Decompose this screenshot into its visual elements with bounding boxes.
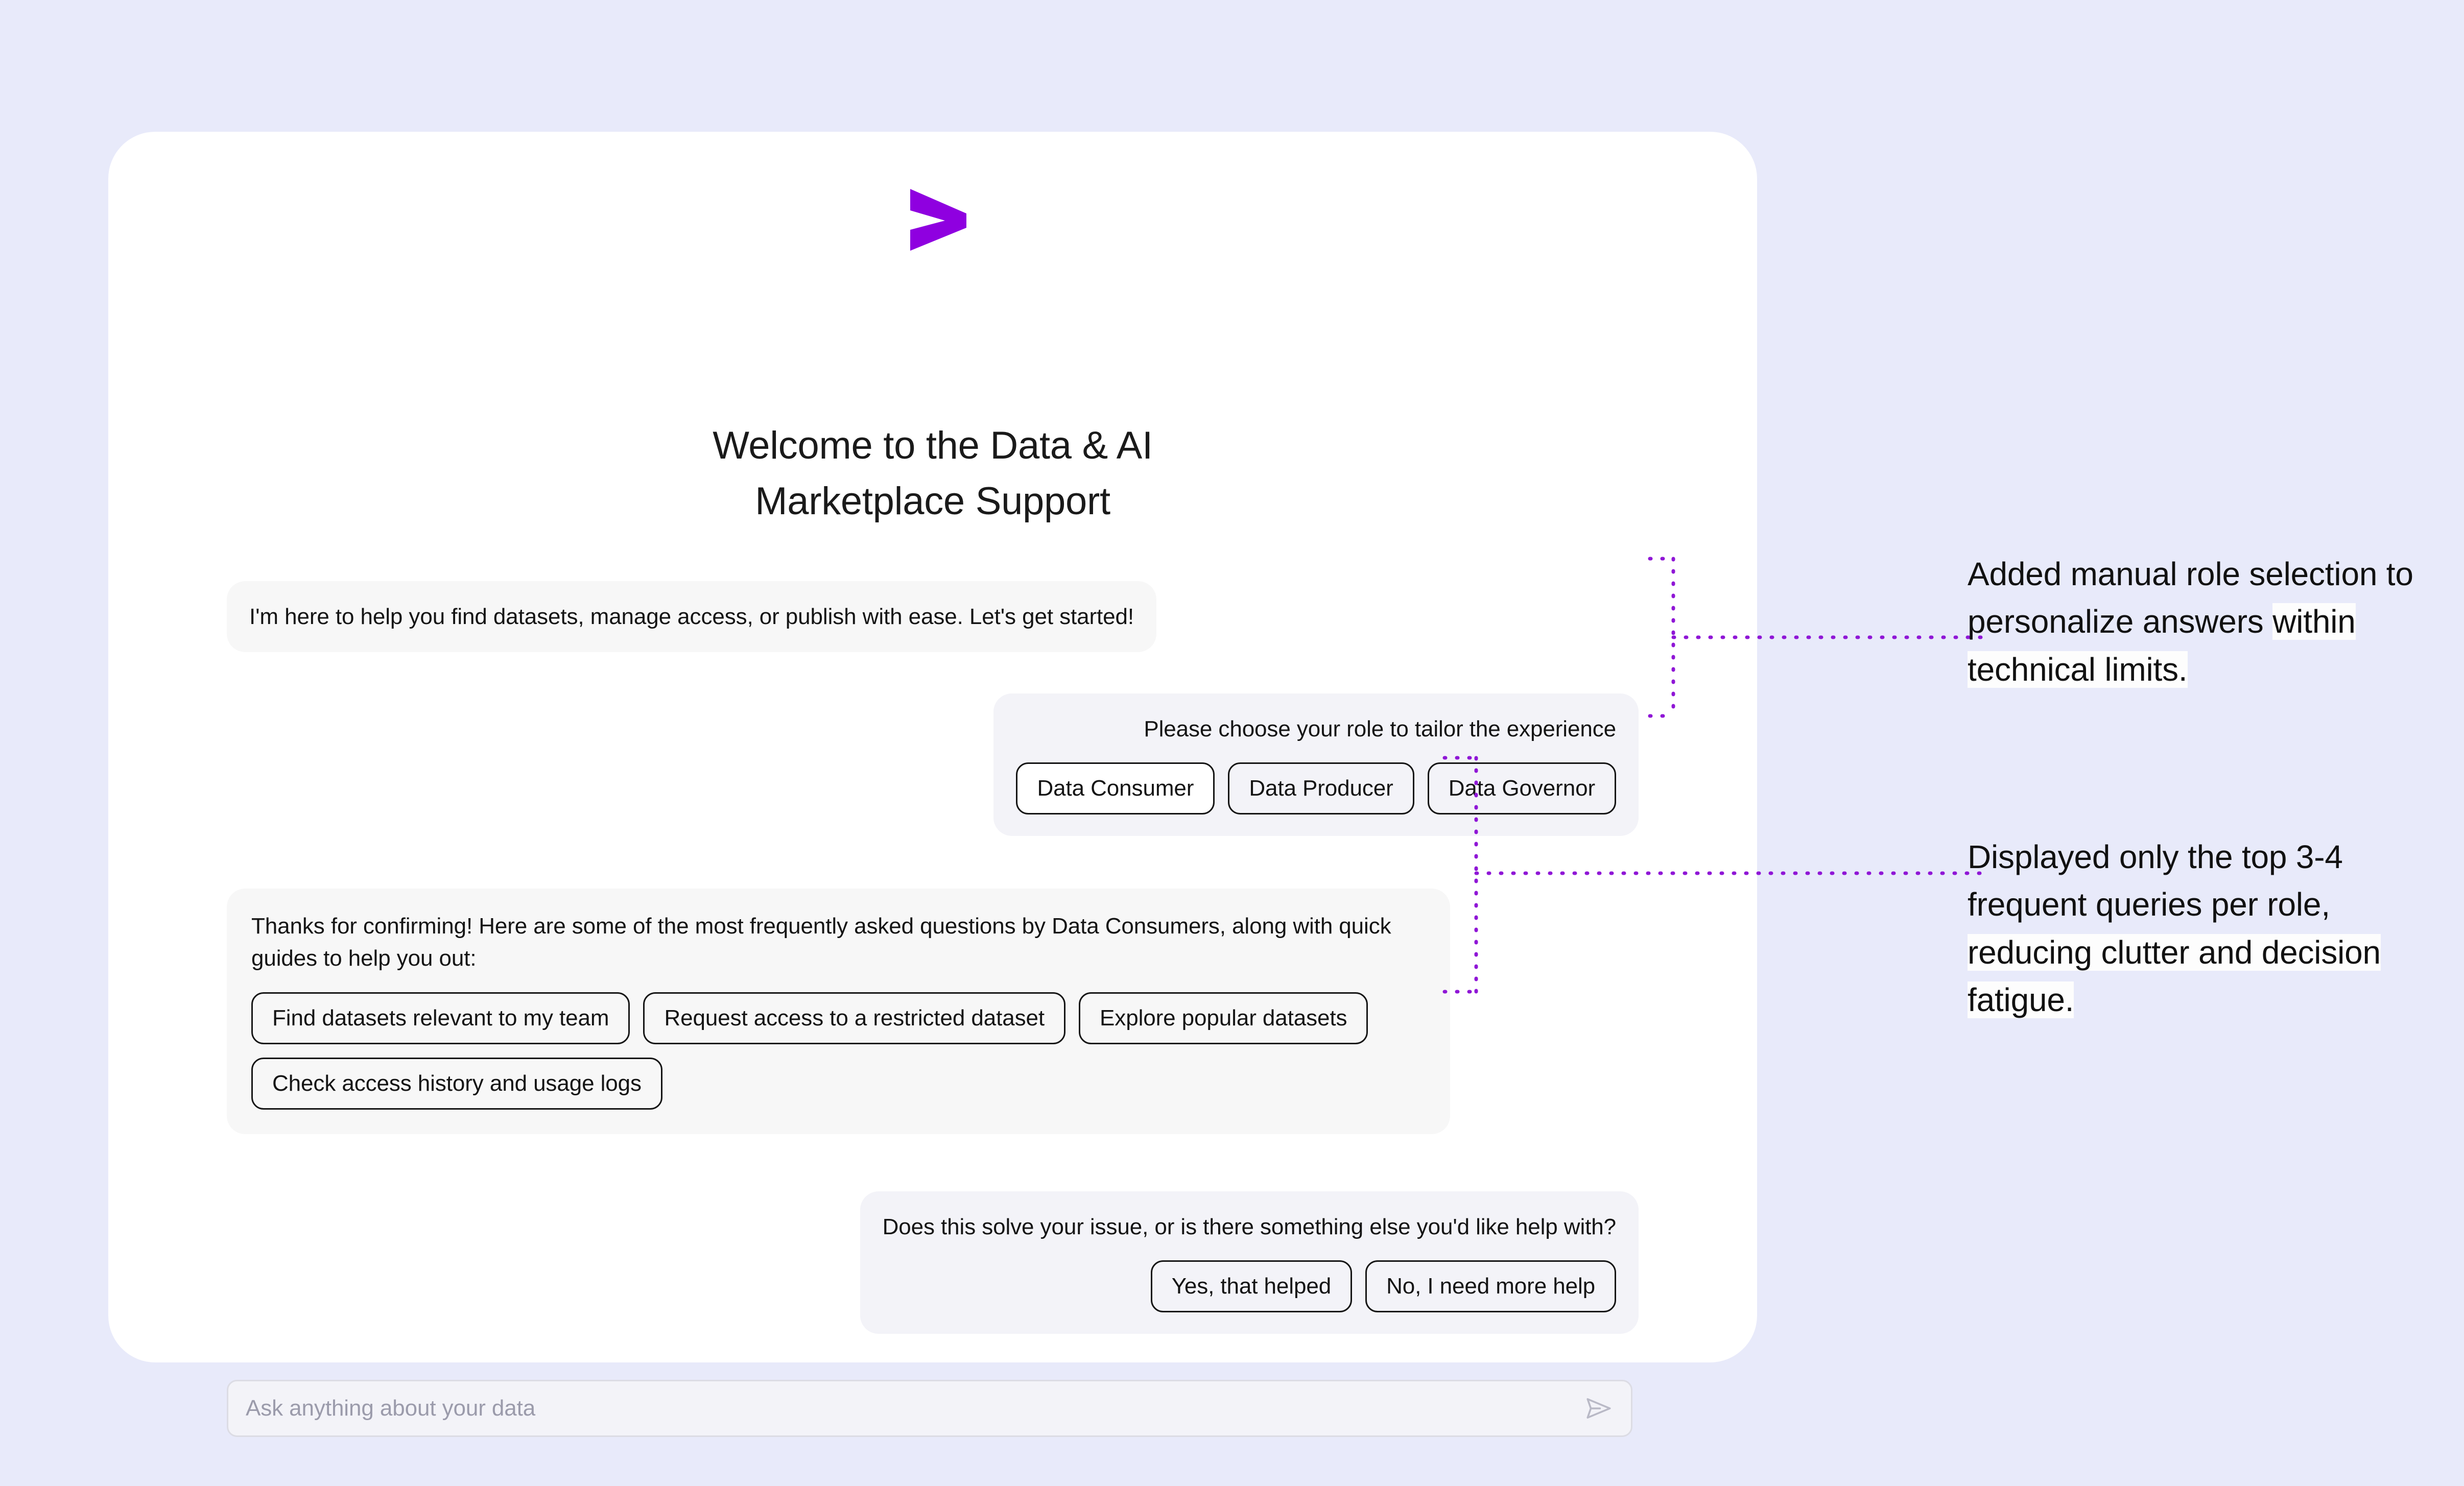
annotation-top-queries: Displayed only the top 3-4 frequent quer… (1968, 833, 2417, 1024)
role-prompt-text: Please choose your role to tailor the ex… (1144, 716, 1616, 741)
resolution-option-list: Yes, that helped No, I need more help (883, 1260, 1616, 1313)
faq-option-find-datasets[interactable]: Find datasets relevant to my team (251, 992, 630, 1044)
brand-logo (108, 188, 1757, 252)
annotation-connector-faq (1442, 756, 1992, 994)
role-option-list: Data Consumer Data Producer Data Governo… (1016, 762, 1616, 815)
faq-option-request-access[interactable]: Request access to a restricted dataset (643, 992, 1066, 1044)
annotation-connector-role (1648, 557, 1992, 718)
message-composer[interactable] (227, 1380, 1632, 1437)
chat-input[interactable] (246, 1396, 1584, 1421)
intro-message-text: I'm here to help you find datasets, mana… (249, 604, 1134, 629)
role-option-data-producer[interactable]: Data Producer (1228, 762, 1414, 815)
faq-option-list: Find datasets relevant to my team Reques… (251, 992, 1426, 1110)
faq-option-explore-popular[interactable]: Explore popular datasets (1079, 992, 1368, 1044)
resolution-prompt-text: Does this solve your issue, or is there … (882, 1214, 1617, 1239)
resolution-option-yes[interactable]: Yes, that helped (1150, 1260, 1353, 1313)
faq-bubble: Thanks for confirming! Here are some of … (227, 889, 1450, 1134)
role-option-data-governor[interactable]: Data Governor (1427, 762, 1616, 815)
annotation-top-queries-highlight: reducing clutter and decision fatigue. (1968, 933, 2381, 1019)
page-title: Welcome to the Data & AI Marketplace Sup… (108, 418, 1757, 530)
page-title-line-1: Welcome to the Data & AI (713, 424, 1153, 467)
resolution-bubble: Does this solve your issue, or is there … (860, 1191, 1639, 1334)
message-row-role-selection: Please choose your role to tailor the ex… (993, 693, 1639, 836)
faq-option-access-history[interactable]: Check access history and usage logs (251, 1057, 662, 1110)
role-option-data-consumer[interactable]: Data Consumer (1016, 762, 1215, 815)
annotation-top-queries-lead: Displayed only the top 3-4 frequent quer… (1968, 838, 2343, 923)
page-title-line-2: Marketplace Support (755, 480, 1110, 523)
send-paper-plane-icon[interactable] (1584, 1394, 1614, 1423)
message-row-resolution: Does this solve your issue, or is there … (860, 1191, 1639, 1334)
message-row-intro: I'm here to help you find datasets, mana… (227, 581, 1157, 653)
message-row-faq: Thanks for confirming! Here are some of … (227, 889, 1450, 1134)
chat-card: Welcome to the Data & AI Marketplace Sup… (108, 132, 1757, 1437)
role-selection-bubble: Please choose your role to tailor the ex… (993, 693, 1639, 836)
faq-message-text: Thanks for confirming! Here are some of … (251, 914, 1391, 971)
annotation-role-selection-lead: Added manual role selection to personali… (1968, 556, 2413, 640)
annotation-role-selection: Added manual role selection to personali… (1968, 550, 2417, 693)
resolution-option-no[interactable]: No, I need more help (1365, 1260, 1616, 1313)
chevron-right-logo-icon (910, 189, 966, 251)
assistant-message-intro: I'm here to help you find datasets, mana… (227, 581, 1157, 653)
